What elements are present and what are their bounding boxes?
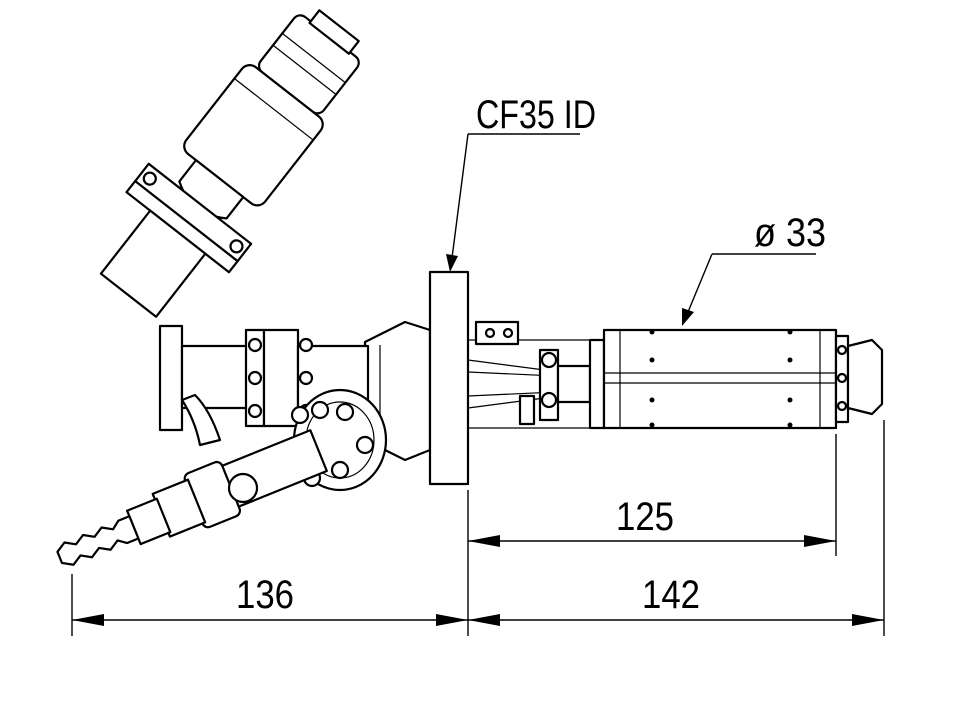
angle-valve xyxy=(99,9,360,318)
gas-inlet-assembly xyxy=(56,388,388,566)
cylinder-body xyxy=(602,328,884,430)
shaft-assembly xyxy=(467,320,606,430)
dimension-142 xyxy=(468,614,884,626)
label-125: 125 xyxy=(616,495,674,539)
label-142: 142 xyxy=(642,573,700,617)
cf-flange xyxy=(428,270,470,486)
label-cf35-id: CF35 ID xyxy=(476,93,596,137)
leader-cf35 xyxy=(446,133,580,272)
dimension-125 xyxy=(468,535,836,547)
dimension-136 xyxy=(72,614,468,626)
leader-diameter xyxy=(682,253,816,326)
label-136: 136 xyxy=(236,573,294,617)
extension-lines xyxy=(71,420,885,636)
label-diameter-33: ø 33 xyxy=(754,211,826,255)
